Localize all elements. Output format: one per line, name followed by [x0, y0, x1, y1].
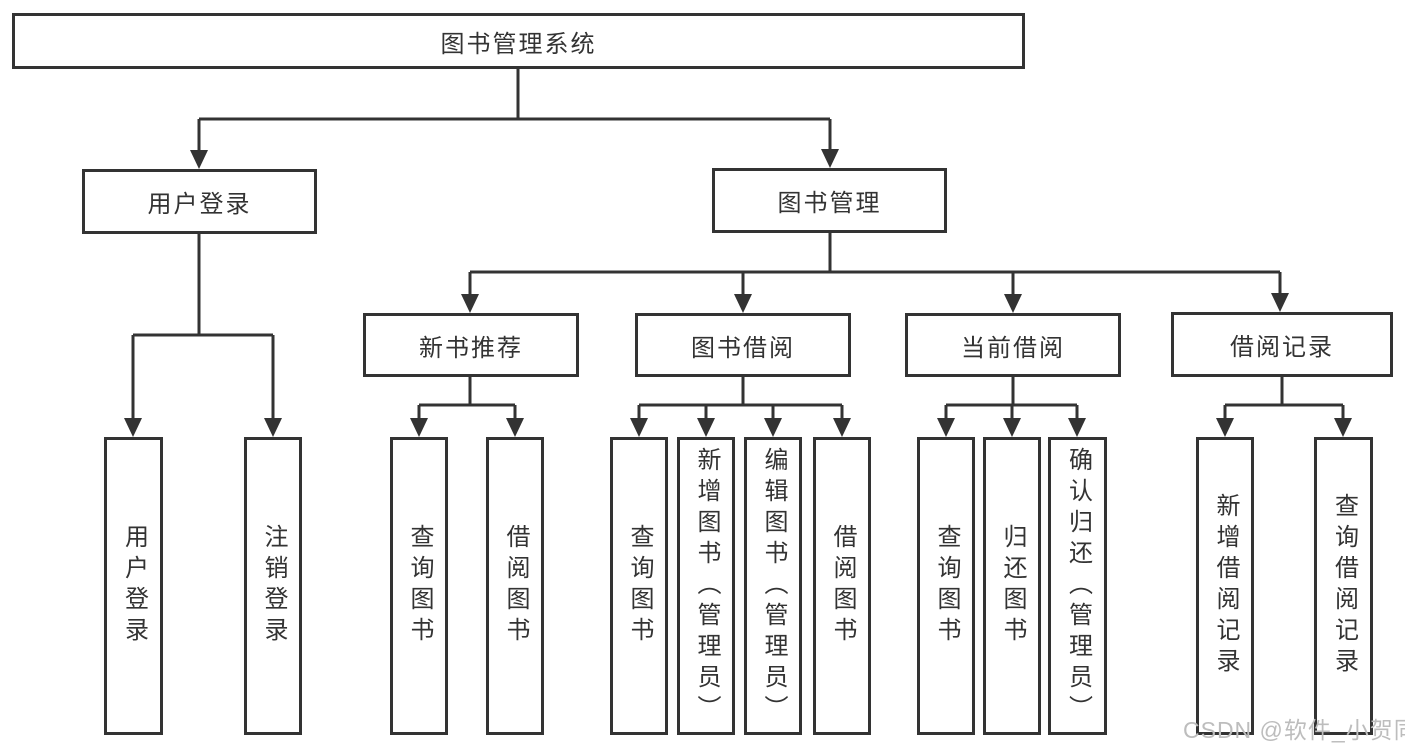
leaf-query-books-current: 查询图书: [917, 437, 975, 735]
csdn-watermark: CSDN @软件_小贺同学: [1183, 717, 1405, 743]
node-user-login: 用户登录: [82, 169, 317, 234]
leaf-confirm-return-admin: 确认归还（管理员）: [1048, 437, 1107, 735]
leaf-return-books: 归还图书: [983, 437, 1041, 735]
leaf-edit-books-admin: 编辑图书（管理员）: [744, 437, 802, 735]
leaf-borrow-books: 借阅图书: [813, 437, 871, 735]
node-new-book-recommend: 新书推荐: [363, 313, 579, 377]
arrowheads: [124, 149, 1352, 437]
node-current-borrowing: 当前借阅: [905, 313, 1121, 377]
leaf-query-books-borrowing: 查询图书: [610, 437, 668, 735]
node-root: 图书管理系统: [12, 13, 1025, 69]
node-book-management: 图书管理: [712, 168, 947, 233]
leaf-query-books-recommend: 查询图书: [390, 437, 448, 735]
leaf-borrow-books-recommend: 借阅图书: [486, 437, 544, 735]
node-book-borrowing: 图书借阅: [635, 313, 851, 377]
leaf-logout: 注销登录: [244, 437, 302, 735]
leaf-query-borrow-record: 查询借阅记录: [1314, 437, 1373, 735]
leaf-add-borrow-record: 新增借阅记录: [1196, 437, 1254, 735]
leaf-user-login: 用户登录: [104, 437, 163, 735]
node-borrowing-records: 借阅记录: [1171, 312, 1393, 377]
leaf-add-books-admin: 新增图书（管理员）: [677, 437, 735, 735]
